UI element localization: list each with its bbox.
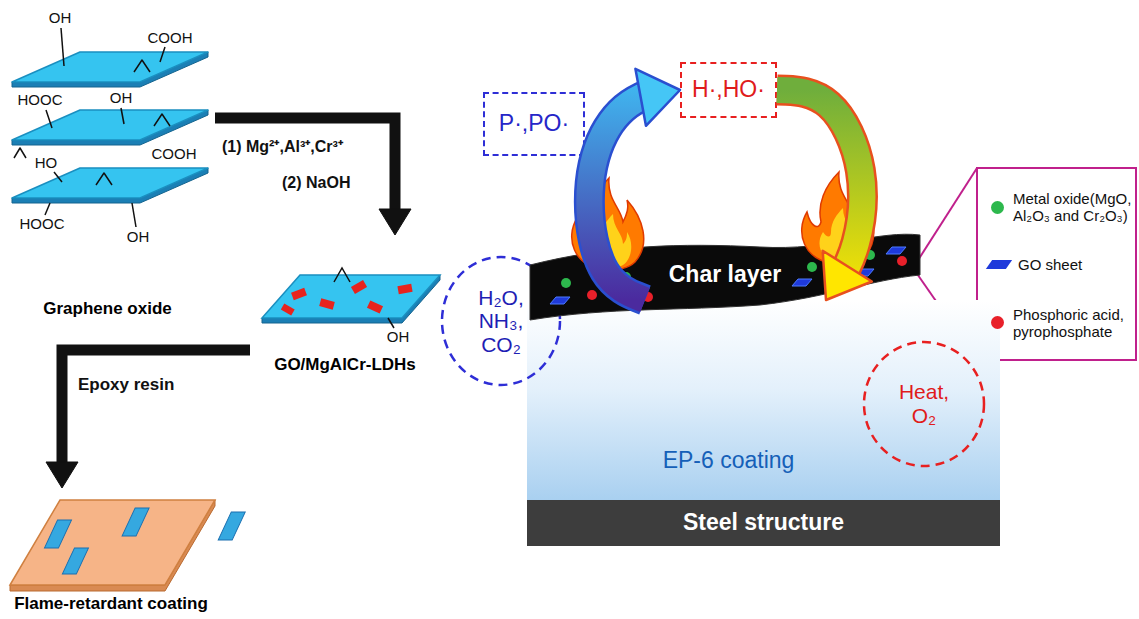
legend-box bbox=[977, 168, 1136, 360]
connectors bbox=[46, 69, 872, 488]
sheet-edge bbox=[262, 275, 440, 323]
functional-group-bonds bbox=[14, 28, 170, 227]
filler-sheet bbox=[44, 520, 71, 548]
bond bbox=[54, 172, 62, 182]
filler-sheet bbox=[62, 548, 88, 574]
legend: Metal oxide(MgO, Al₂O₃ and Cr₂O₃) GO shee… bbox=[981, 172, 1133, 358]
filler-sheet bbox=[218, 512, 245, 540]
ldh-platelet bbox=[291, 288, 307, 300]
node-label: EP-6 coating bbox=[663, 448, 795, 474]
ldh-platelet bbox=[319, 298, 335, 309]
arrow-outline bbox=[589, 90, 680, 300]
bond bbox=[132, 203, 136, 227]
arrow-head bbox=[823, 251, 872, 300]
functional-group-label: OH bbox=[110, 90, 133, 107]
sheet-edge bbox=[12, 110, 208, 145]
legend-sheet-swatch bbox=[986, 260, 1012, 269]
legend-text: GO sheet bbox=[1018, 256, 1133, 273]
node-label: GO/MgAlCr-LDHs bbox=[274, 355, 416, 374]
arrow-head bbox=[379, 209, 411, 235]
arrow-shaft bbox=[589, 90, 680, 300]
node-label: Heat, O₂ bbox=[899, 380, 949, 427]
particle-dot bbox=[897, 256, 907, 266]
illustration-caption: Flame-retardant coating bbox=[0, 488, 222, 616]
node-label: H·,HO· bbox=[692, 77, 765, 103]
functional-group-label: OH bbox=[49, 10, 72, 27]
epoxide bbox=[154, 114, 170, 126]
particle-dot bbox=[561, 278, 571, 288]
flow-arrow bbox=[777, 90, 872, 300]
ldh-platelet bbox=[351, 280, 367, 294]
ldh-platelet bbox=[397, 284, 412, 294]
reagent-label: (1) Mg²⁺,Al³⁺,Cr³⁺ bbox=[222, 138, 343, 156]
go-sheet-mark bbox=[550, 297, 570, 304]
legend-dot-swatch bbox=[991, 201, 1004, 214]
ldh-platelet bbox=[281, 303, 295, 315]
functional-group-label: COOH bbox=[148, 30, 193, 47]
radical-box: P·,PO· bbox=[483, 92, 585, 156]
particle-dot bbox=[587, 290, 597, 300]
edge-label: Epoxy resin bbox=[76, 375, 176, 395]
flow-arrow bbox=[589, 69, 680, 300]
legend-entry: Metal oxide(MgO, Al₂O₃ and Cr₂O₃) bbox=[987, 190, 1133, 225]
node-label: H₂O, NH₃, CO₂ bbox=[478, 286, 524, 357]
sheet bbox=[12, 168, 208, 198]
bracket-line bbox=[913, 168, 977, 268]
node-label: Steel structure bbox=[683, 510, 844, 536]
bond bbox=[46, 110, 52, 128]
functional-group-label: HOOC bbox=[18, 92, 63, 109]
node-label: Graphene oxide bbox=[43, 299, 171, 318]
illustration-caption: GO/MgAlCr-LDHs bbox=[250, 235, 440, 377]
plate bbox=[10, 500, 215, 585]
sheet bbox=[262, 275, 440, 318]
ldh-sheet bbox=[262, 268, 440, 328]
functional-group-label: OH bbox=[127, 229, 150, 246]
radical-box: H·,HO· bbox=[680, 62, 777, 118]
arrow-shaft bbox=[62, 350, 250, 488]
epoxide bbox=[96, 173, 112, 185]
filler-sheet bbox=[122, 508, 149, 536]
sheet bbox=[12, 52, 208, 82]
flow-arrow bbox=[46, 350, 250, 488]
sheet-edge bbox=[12, 168, 208, 203]
bond bbox=[388, 318, 394, 328]
arrow-head bbox=[46, 462, 78, 488]
arrow-head bbox=[635, 69, 680, 126]
go-sheet-mark bbox=[792, 279, 812, 286]
arrow-shaft bbox=[215, 118, 395, 235]
particle-dot bbox=[807, 262, 817, 272]
functional-group-label: HOOC bbox=[20, 216, 65, 233]
bond bbox=[160, 47, 165, 62]
legend-dot-swatch bbox=[991, 316, 1004, 329]
steel-band: Steel structure bbox=[527, 500, 1000, 546]
legend-text: Metal oxide(MgO, Al₂O₃ and Cr₂O₃) bbox=[1013, 190, 1133, 225]
epoxide bbox=[134, 60, 150, 72]
heat-circle: Heat, O₂ bbox=[862, 340, 986, 468]
bond bbox=[45, 203, 50, 215]
bond bbox=[121, 108, 124, 124]
sheet bbox=[12, 110, 208, 140]
functional-group-label: OH bbox=[387, 329, 410, 346]
sheet-edge bbox=[12, 52, 208, 87]
node-label: Char layer bbox=[669, 262, 782, 288]
node-label: Flame-retardant coating bbox=[14, 594, 208, 613]
flow-arrow bbox=[215, 118, 411, 235]
node-label: P·,PO· bbox=[499, 111, 569, 137]
epoxide bbox=[14, 148, 26, 158]
bond bbox=[61, 28, 64, 66]
functional-group-label: HO bbox=[35, 155, 58, 172]
graphene-oxide-stack bbox=[12, 28, 208, 227]
legend-entry: GO sheet bbox=[987, 256, 1133, 273]
go-sheet-mark bbox=[886, 247, 906, 254]
ldh-platelet bbox=[367, 300, 383, 313]
functional-group-label: COOH bbox=[152, 146, 197, 163]
dashed-circle bbox=[864, 342, 984, 466]
reagent-label: (2) NaOH bbox=[282, 174, 350, 192]
legend-entry: Phosphoric acid, pyrophosphate bbox=[987, 306, 1133, 341]
coating-plate bbox=[0, 500, 245, 591]
plate-edge bbox=[10, 500, 215, 591]
epoxide bbox=[334, 268, 350, 282]
legend-text: Phosphoric acid, pyrophosphate bbox=[1013, 306, 1133, 341]
